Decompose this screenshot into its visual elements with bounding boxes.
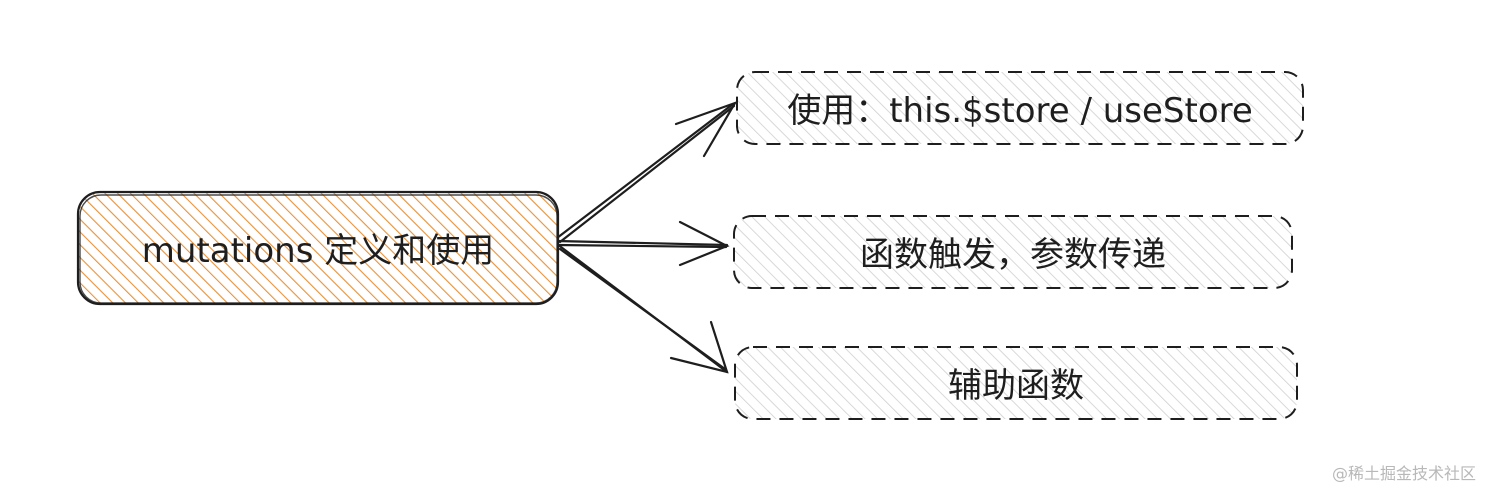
- child-node-1: 使用：this.$store / useStore: [736, 71, 1304, 145]
- child-node-2-label: 函数触发，参数传递: [860, 235, 1166, 275]
- child-node-1-border: [736, 71, 1304, 145]
- root-node-label: mutations 定义和使用: [142, 231, 494, 271]
- connector-to-child-3: [555, 242, 729, 374]
- connectors: [555, 100, 738, 374]
- connector-to-child-2: [555, 220, 730, 267]
- child-node-3: 辅助函数: [734, 346, 1298, 420]
- watermark: @稀土掘金技术社区: [1331, 464, 1476, 483]
- arrowhead-1: [674, 100, 738, 158]
- root-node-border: [76, 190, 560, 306]
- arrowhead-3: [669, 320, 729, 374]
- child-node-1-label: 使用：this.$store / useStore: [787, 91, 1253, 131]
- arrowhead-2: [678, 220, 730, 267]
- root-node: mutations 定义和使用: [76, 190, 560, 306]
- child-node-3-border: [734, 346, 1298, 420]
- connector-to-child-1: [555, 100, 738, 244]
- child-node-2: 函数触发，参数传递: [733, 215, 1293, 289]
- child-node-2-border: [733, 215, 1293, 289]
- child-node-3-label: 辅助函数: [948, 366, 1084, 406]
